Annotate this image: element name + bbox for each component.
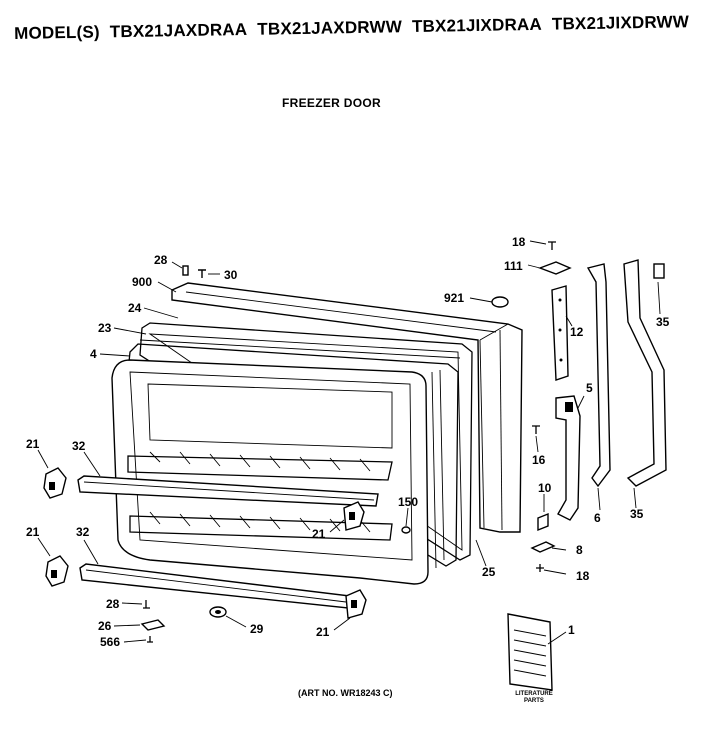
callout-28-bottom: 28: [106, 597, 120, 611]
callout-111: 111: [504, 259, 523, 273]
callout-32-upper: 32: [72, 439, 86, 453]
rail-end-cap-left-lower: [45, 555, 69, 587]
callout-8: 8: [576, 543, 583, 557]
callout-10: 10: [538, 481, 552, 495]
plug-921: [491, 296, 509, 308]
screw-28-top: [182, 265, 189, 276]
screw-18-top: [548, 241, 556, 250]
hinge-arm-6: [586, 263, 611, 488]
callout-29: 29: [250, 622, 264, 636]
bracket-10: [537, 512, 549, 532]
callout-28-top: 28: [154, 253, 168, 267]
callout-23: 23: [98, 321, 112, 335]
grommet-29: [209, 606, 227, 618]
clip-35-top: [653, 263, 665, 279]
callout-5: 5: [586, 381, 593, 395]
literature-caption: LITERATURE PARTS: [515, 691, 553, 704]
callout-30: 30: [224, 268, 238, 282]
callout-25: 25: [482, 565, 496, 579]
callout-18-bottom: 18: [576, 569, 590, 583]
hinge-12: [551, 285, 569, 381]
outer-door-panel: [171, 282, 523, 533]
callout-26: 26: [98, 619, 112, 633]
callout-12: 12: [570, 325, 584, 339]
callout-24: 24: [128, 301, 142, 315]
section-title: FREEZER DOOR: [282, 96, 381, 110]
callout-900: 900: [132, 275, 152, 289]
rail-end-cap-right-lower: [345, 589, 367, 619]
rail-end-cap-left-upper: [43, 467, 67, 499]
door-rail-upper: [77, 475, 379, 507]
door-stop-5: [555, 395, 581, 521]
callout-16: 16: [532, 453, 546, 467]
literature-booklet-icon: [507, 613, 553, 691]
rail-end-cap-right-upper: [343, 501, 365, 531]
hinge-bracket-111: [538, 261, 572, 275]
callout-566: 566: [100, 635, 120, 649]
callout-18-top: 18: [512, 235, 526, 249]
callout-35-top: 35: [656, 315, 670, 329]
callout-150: 150: [398, 495, 418, 509]
screw-30: [198, 269, 206, 278]
leader-lines: [37, 240, 661, 645]
callout-32-lower: 32: [76, 525, 90, 539]
screw-150: [401, 526, 411, 534]
callout-921: 921: [444, 291, 464, 305]
callout-6: 6: [594, 511, 601, 525]
screw-16: [532, 425, 540, 434]
inner-door-liner: [111, 359, 429, 585]
hinge-arm-35-long: [623, 259, 667, 487]
art-number: (ART NO. WR18243 C): [298, 688, 393, 698]
bracket-26: [140, 619, 166, 631]
screw-566: [147, 636, 153, 643]
callout-21-left-upper: 21: [26, 437, 40, 451]
screw-28-bottom: [143, 600, 150, 609]
callout-21-mid-upper: 21: [312, 527, 326, 541]
callout-4: 4: [90, 347, 97, 361]
bracket-8: [530, 541, 556, 553]
callout-21-mid-lower: 21: [316, 625, 330, 639]
callout-35-bottom: 35: [630, 507, 644, 521]
callout-21-left-lower: 21: [26, 525, 40, 539]
callout-1: 1: [568, 623, 575, 637]
screw-18-bottom: [536, 564, 544, 572]
